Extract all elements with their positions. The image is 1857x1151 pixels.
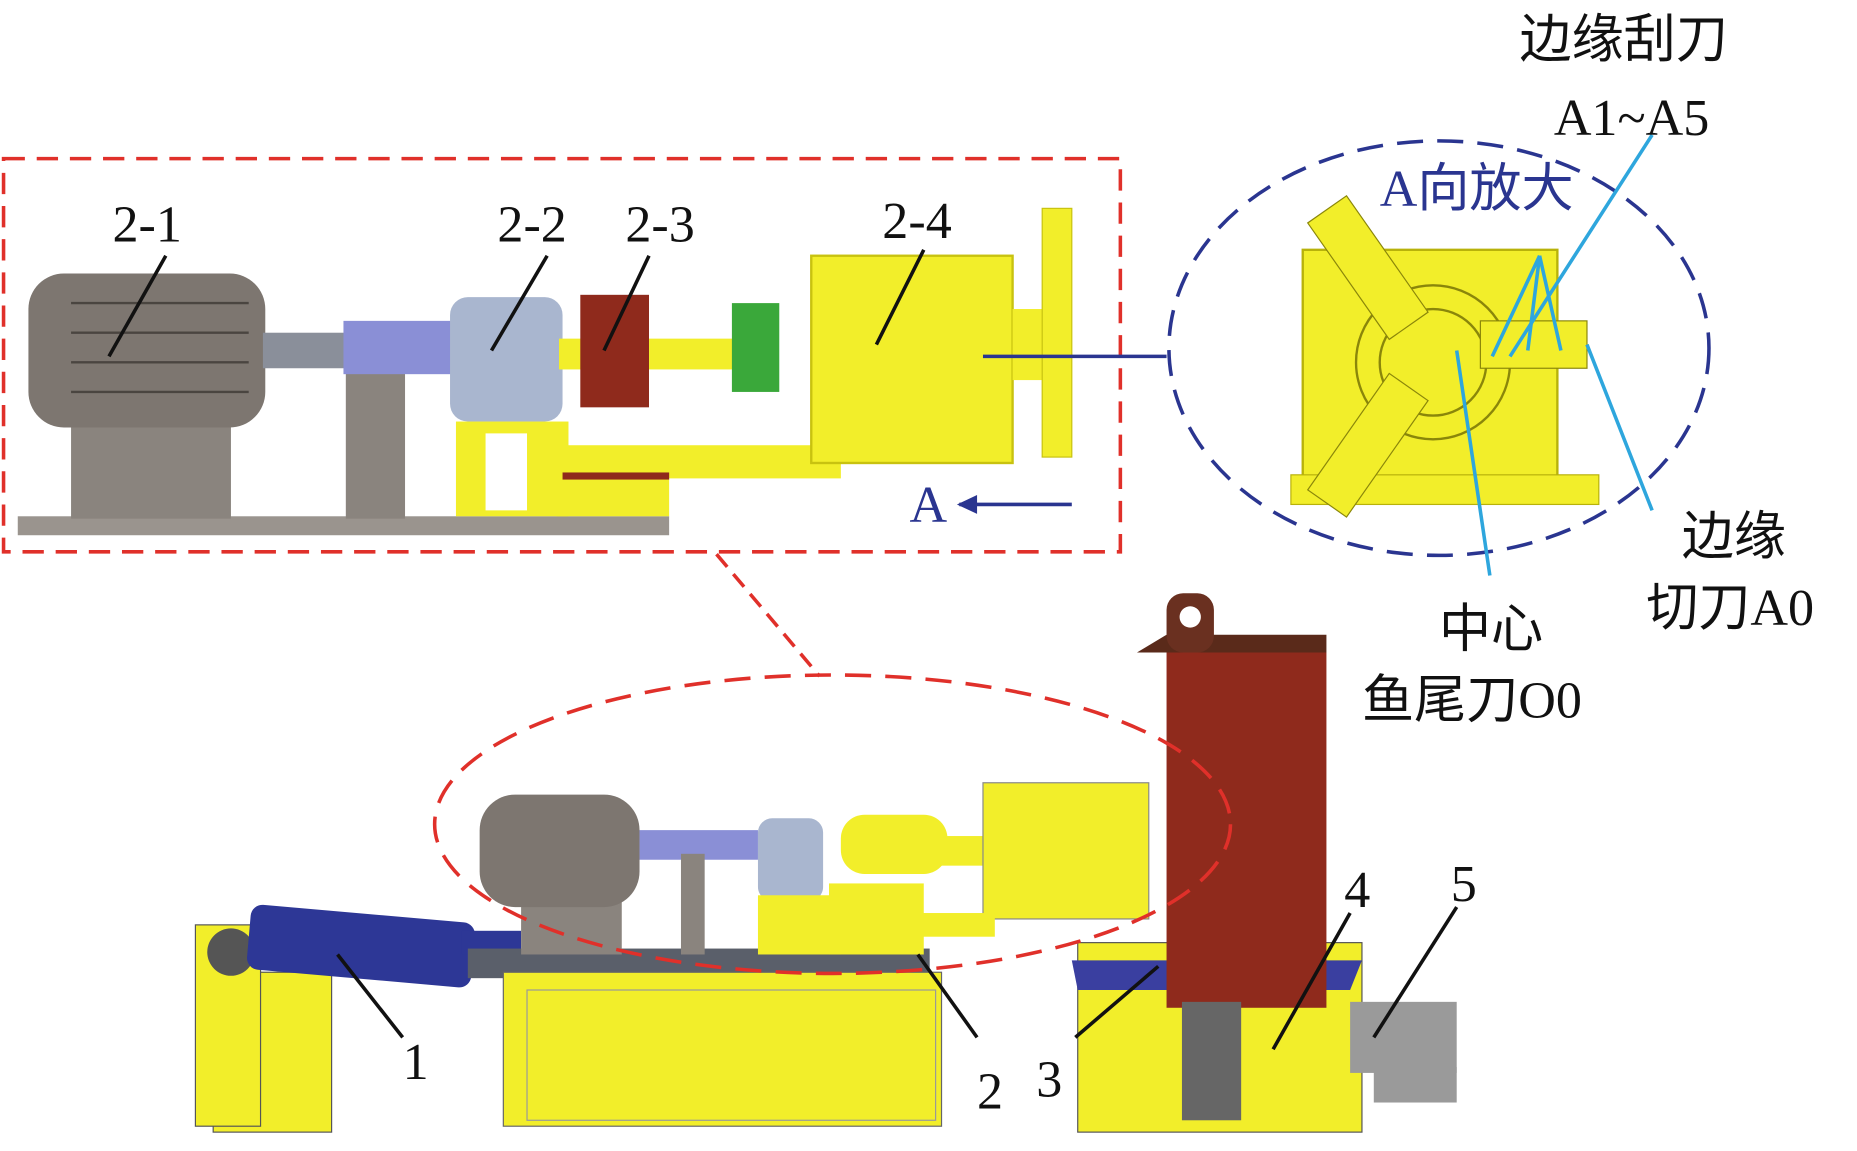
view-a-ellipse <box>1167 139 1711 558</box>
motor <box>28 273 346 519</box>
view-arrow-label: A <box>910 477 948 534</box>
bottom-motor <box>479 782 1150 955</box>
hydraulic-cylinder-unit <box>194 904 522 1133</box>
cutter-head-box <box>810 207 1073 465</box>
coupling-shaft <box>343 320 456 375</box>
label-edge-cutter-2: 切刀A0 <box>1646 580 1814 637</box>
label-edge-scraper-2: A1~A5 <box>1554 90 1710 147</box>
flange-coupling <box>731 303 780 392</box>
label-edge-scraper-1: 边缘刮刀 <box>1519 12 1727 69</box>
highlight-ellipse <box>432 673 1233 976</box>
label-part4: 4 <box>1344 862 1370 919</box>
label-edge-cutter-1: 边缘 <box>1682 509 1786 566</box>
shaft-support <box>345 362 406 519</box>
label-cutter-head: 2-4 <box>882 193 951 250</box>
brake <box>580 294 650 408</box>
reducer <box>450 297 569 517</box>
label-part5: 5 <box>1451 856 1477 913</box>
label-brake: 2-3 <box>625 197 694 254</box>
label-part1: 1 <box>403 1034 429 1091</box>
leader-lines-cyan <box>1454 133 1654 576</box>
label-motor: 2-1 <box>113 197 182 254</box>
label-part3: 3 <box>1036 1052 1062 1109</box>
view-title: A向放大 <box>1380 161 1574 218</box>
cutter-head-front-view <box>1290 194 1600 518</box>
main-frame <box>467 948 943 1127</box>
detail-connector <box>715 553 821 678</box>
label-reducer: 2-2 <box>497 197 566 254</box>
label-part2: 2 <box>977 1063 1003 1120</box>
label-center-cutter-1: 中心 <box>1439 602 1543 659</box>
label-center-cutter-2: 鱼尾刀O0 <box>1362 673 1582 730</box>
base-plate <box>17 516 670 536</box>
